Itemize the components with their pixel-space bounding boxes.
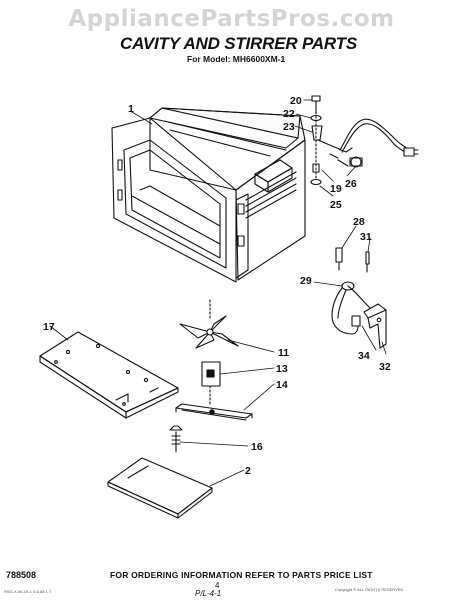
callout-22: 22: [283, 108, 295, 120]
callout-20: 20: [290, 95, 302, 107]
document-id: 788508: [6, 570, 37, 580]
diagram-title: CAVITY AND STIRRER PARTS: [120, 34, 358, 53]
part-shelf-panel: [39, 331, 179, 419]
callout-17: 17: [43, 321, 55, 333]
callout-25: 25: [330, 199, 342, 211]
callout-26: 26: [345, 178, 357, 190]
part-bearing: [201, 361, 221, 405]
callout-2: 2: [245, 465, 251, 477]
part-stirrer-bracket: [175, 403, 253, 421]
callout-11: 11: [278, 347, 289, 359]
callout-34: 34: [358, 350, 370, 362]
ordering-note: FOR ORDERING INFORMATION REFER TO PARTS …: [110, 570, 373, 580]
callout-32: 32: [379, 361, 391, 373]
watermark-text: AppliancePartsPros.com: [68, 6, 395, 32]
callout-23: 23: [283, 121, 295, 133]
part-cavity: [111, 107, 306, 283]
callout-labels: 1 20 22 23 26 19 25 28 31 29 34 32 17 11…: [43, 95, 391, 477]
part-screw: [169, 425, 183, 453]
leader-lines: [49, 99, 387, 487]
callout-13: 13: [276, 363, 288, 375]
callout-14: 14: [276, 379, 288, 391]
callout-19: 19: [330, 183, 342, 195]
callout-1: 1: [128, 103, 134, 115]
model-line: For Model: MH6600XM-1: [187, 54, 286, 64]
part-wire-harness: [331, 247, 387, 349]
callout-29: 29: [300, 275, 312, 287]
page-number: 4: [215, 581, 220, 590]
callout-28: 28: [353, 216, 365, 228]
callout-16: 16: [251, 441, 263, 453]
callout-31: 31: [360, 231, 372, 243]
part-stirrer-fan: [179, 299, 239, 349]
part-glass-tray: [107, 457, 213, 519]
form-mark: P/L-4-1: [195, 589, 222, 598]
fine-print-left: RSG-X-96-19-1 4-6-88 1 T: [4, 589, 52, 594]
part-screw-stack: [310, 95, 353, 186]
part-thermal-cutout: [329, 118, 419, 168]
fine-print-right: Copyright © ALL RIGHTS RESERVED: [335, 587, 404, 592]
